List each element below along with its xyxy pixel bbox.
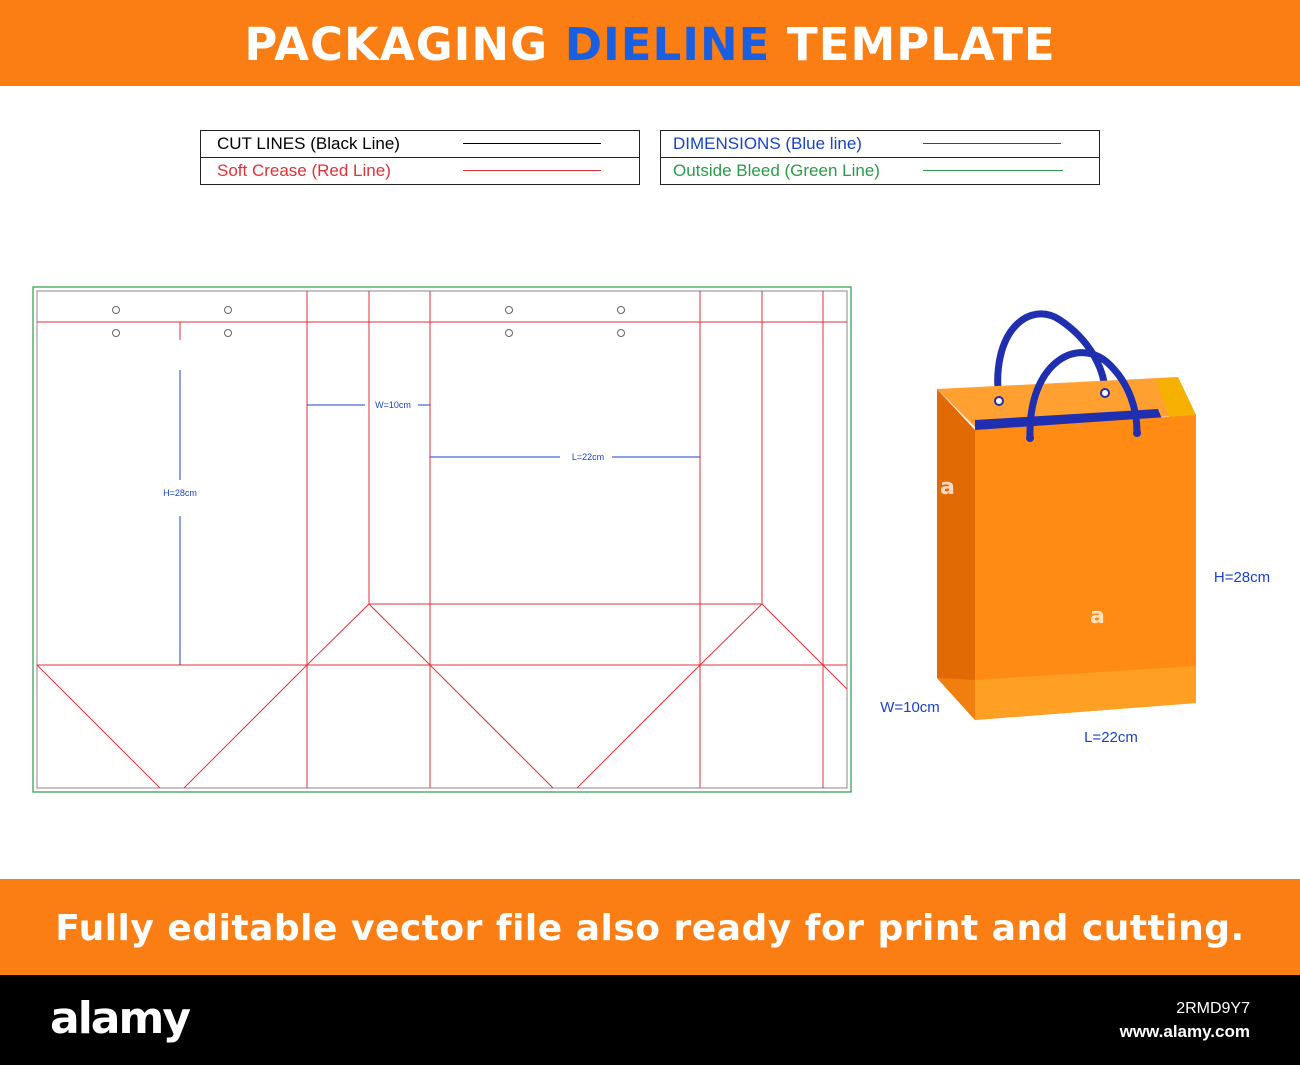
bag-bottom-band [975,666,1196,720]
legend-box-right: DIMENSIONS (Blue line) Outside Bleed (Gr… [660,130,1100,185]
bag-illustration [937,310,1196,720]
legend-crease-label: Soft Crease (Red Line) [217,161,391,180]
title-part2: TEMPLATE [787,18,1056,71]
bag-height-label: H=28cm [1214,569,1270,586]
bag-length-label: L=22cm [1084,729,1138,746]
bag-front-panel [975,415,1196,720]
dieline-length-label: L=22cm [572,452,604,462]
title-part1: PACKAGING [244,18,549,71]
outside-bleed-line [32,286,852,793]
legend-dimensions-label: DIMENSIONS (Blue line) [673,134,862,153]
punch-holes [112,306,625,337]
top-banner: PACKAGING DIELINE TEMPLATE [0,0,1300,86]
cut-line [36,290,848,789]
bag-width-label: W=10cm [880,699,940,716]
legend-box-left: CUT LINES (Black Line) Soft Crease (Red … [200,130,640,185]
bottom-banner: Fully editable vector file also ready fo… [0,879,1300,975]
image-id: 2RMD9Y7 [1176,1000,1250,1017]
front-handle [1026,349,1141,442]
bag-inner-panel [1156,377,1196,418]
bag-rim [937,377,1196,427]
legend-dimensions-swatch [923,143,1061,144]
bag-opening [975,409,1162,432]
dimension-lines [179,370,700,665]
watermark-glyphs: a a a a a a [190,475,1105,894]
legend-bleed-swatch [923,170,1063,171]
legend-crease-swatch [463,170,601,171]
title-highlight: DIELINE [564,18,771,71]
svg-text:a: a [1090,604,1105,629]
legend-bleed-label: Outside Bleed (Green Line) [673,161,880,180]
legend-cut-swatch [463,143,601,144]
tagline: Fully editable vector file also ready fo… [55,908,1245,949]
legend-row-cut: CUT LINES (Black Line) [201,131,639,157]
dieline-height-label: H=28cm [163,488,197,498]
svg-text:a: a [940,475,955,500]
dieline-width-label: W=10cm [375,400,411,410]
watermark-bar: alamy 2RMD9Y7 www.alamy.com [0,975,1300,1065]
site-url: www.alamy.com [1119,1022,1250,1041]
crease-lines [36,291,848,789]
bag-bottom-side [937,678,975,720]
legend-row-bleed: Outside Bleed (Green Line) [661,157,1099,184]
alamy-logo: alamy [50,993,191,1044]
legend-row-crease: Soft Crease (Red Line) [201,157,639,184]
bag-side-panel [937,389,975,720]
legend-cut-label: CUT LINES (Black Line) [217,134,400,153]
legend-row-dimensions: DIMENSIONS (Blue line) [661,131,1099,157]
page-title: PACKAGING DIELINE TEMPLATE [244,18,1055,71]
back-handle [994,310,1109,405]
